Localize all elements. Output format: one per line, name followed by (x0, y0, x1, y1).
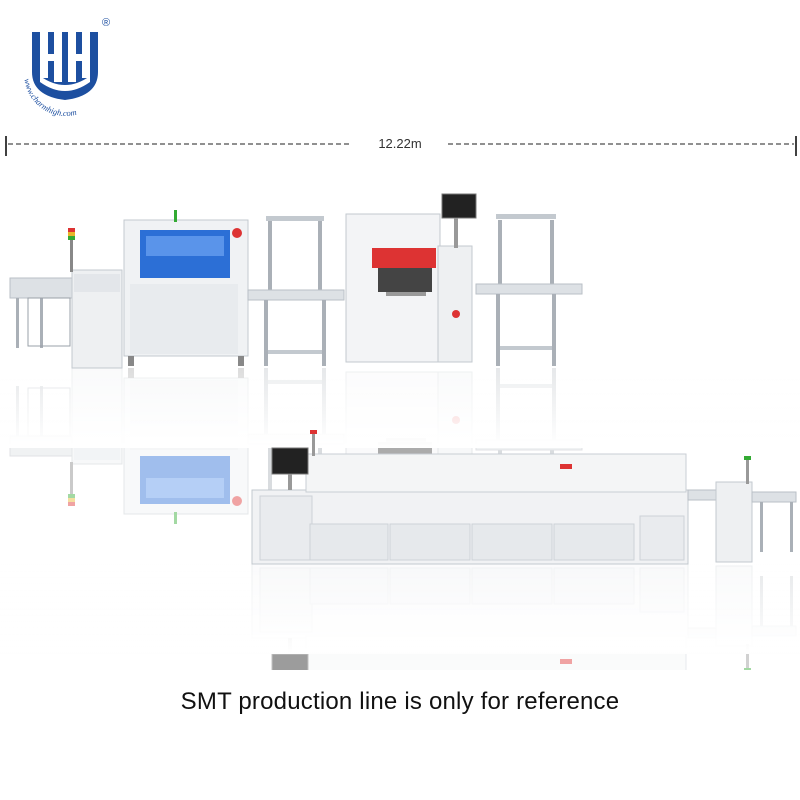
dimension-label: 12.22m (352, 134, 448, 154)
caption-text: SMT production line is only for referenc… (180, 688, 620, 715)
charmhigh-logo: ® www.charmhigh.com (22, 17, 110, 118)
smt-production-line-image (0, 193, 800, 670)
registered-mark: ® (102, 17, 110, 29)
dimension-line (5, 136, 797, 156)
